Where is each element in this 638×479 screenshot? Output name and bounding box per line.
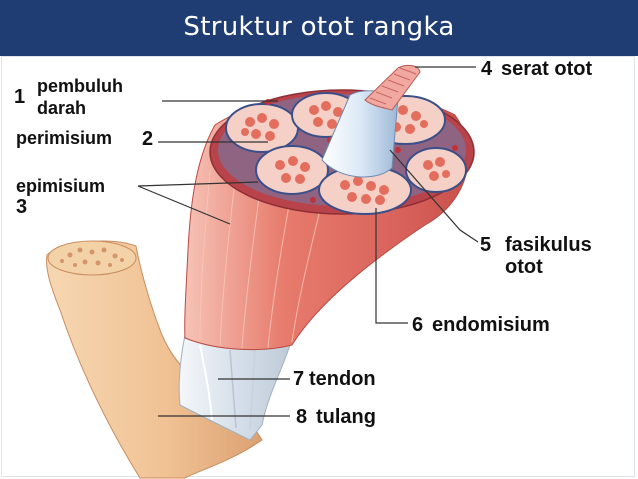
slide-title: Struktur otot rangka [183,12,455,42]
label-4-text: serat otot [501,58,593,80]
label-7-text: tendon [309,368,376,390]
slide-border [1,56,635,477]
label-2-number: 2 [142,128,154,150]
label-6-text: endomisium [432,314,550,336]
label-3-text: epimisium [16,176,106,196]
label-5-text-line1: fasikulus [505,234,592,256]
label-8-text: tulang [316,406,376,428]
label-5-number: 5 [480,234,492,256]
leader-lines [137,66,479,417]
label-1-text-line1: pembuluh [37,76,123,96]
label-4-number: 4 [481,58,493,80]
label-3-number: 3 [16,196,28,218]
label-1-text-line2: darah [37,98,87,118]
label-8-number: 8 [296,406,308,428]
label-7-number: 7 [293,368,305,390]
label-2-text: perimisium [16,128,113,148]
label-1-number: 1 [14,86,26,108]
fascicle-extension [321,64,421,178]
title-bar: Struktur otot rangka [0,0,638,56]
label-5-text-line2: otot [505,256,543,278]
label-6-number: 6 [412,314,424,336]
